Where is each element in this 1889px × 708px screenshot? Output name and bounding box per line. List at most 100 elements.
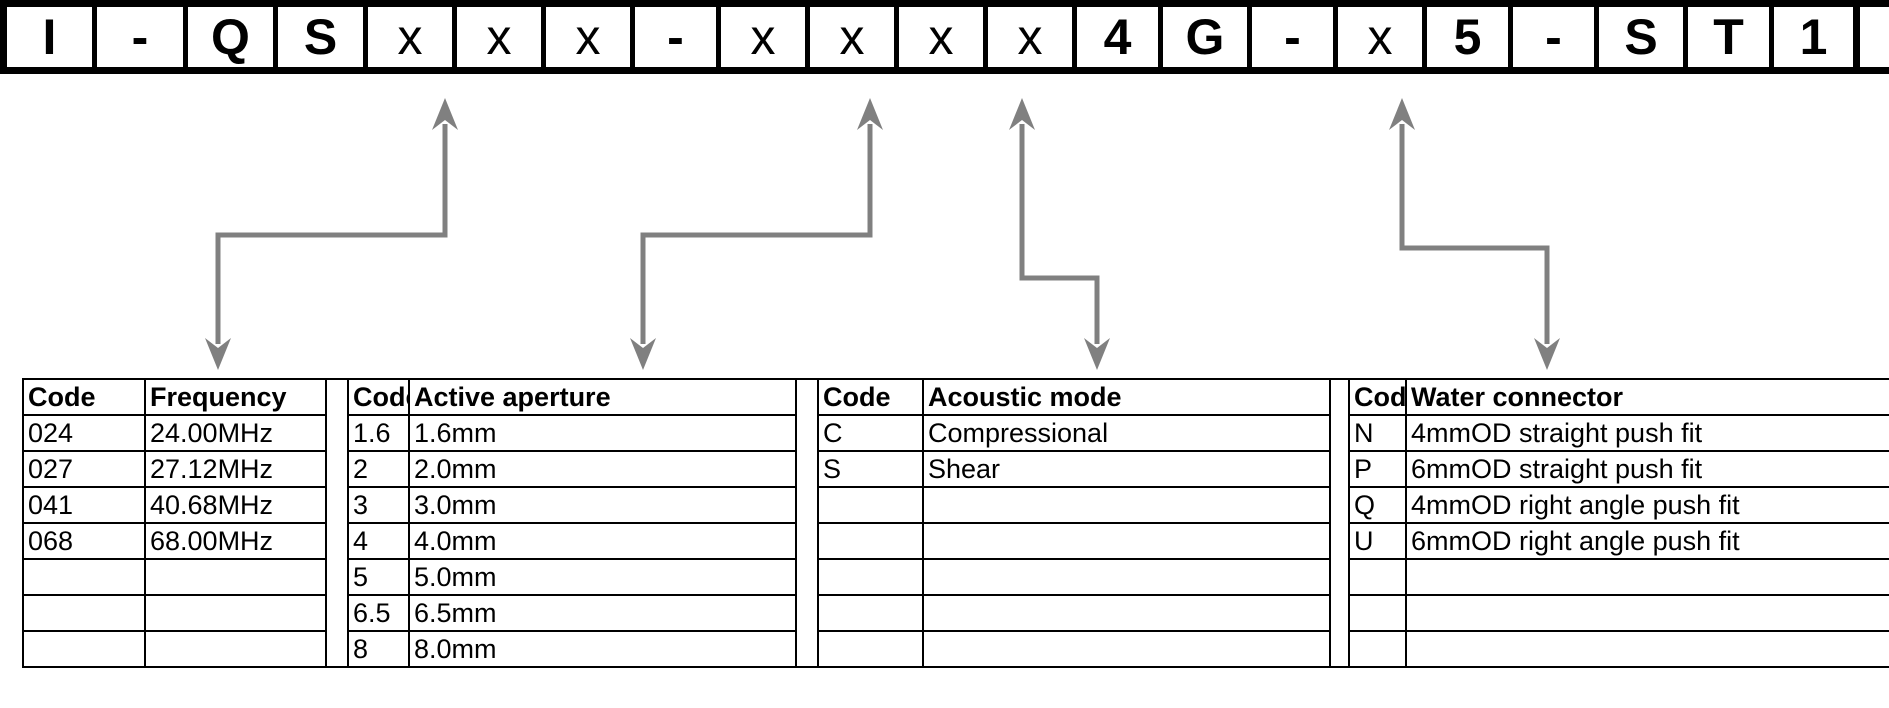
column-spacer	[795, 487, 819, 523]
part-number-cell-9: x	[810, 7, 899, 67]
water-connector-code-cell: N	[1348, 414, 1407, 452]
active-aperture-value-cell: 4.0mm	[408, 522, 797, 560]
frequency-value-cell: 40.68MHz	[144, 486, 327, 524]
arrow-head-down-icon	[1084, 338, 1110, 370]
column-spacer	[795, 451, 819, 487]
part-number-cell-8: x	[721, 7, 810, 67]
acoustic-mode-value-cell	[922, 594, 1331, 632]
active-aperture-value-cell: 8.0mm	[408, 630, 797, 668]
frequency-value-header: Frequency	[144, 378, 327, 416]
acoustic-mode-code-cell	[817, 486, 924, 524]
water-connector-code-header: Code	[1348, 378, 1407, 416]
part-number-cell-6: x	[546, 7, 635, 67]
active-aperture-code-cell: 1.6	[347, 414, 410, 452]
column-spacer	[325, 595, 349, 631]
column-spacer	[1329, 631, 1350, 668]
acoustic-mode-value-cell: Shear	[922, 450, 1331, 488]
frequency-code-cell	[22, 630, 146, 668]
frequency-value-cell: 27.12MHz	[144, 450, 327, 488]
column-spacer	[325, 559, 349, 595]
part-number-cell-17: -	[1513, 7, 1599, 67]
column-spacer	[1329, 415, 1350, 451]
part-number-cell-12: 4	[1077, 7, 1163, 67]
water-connector-code-cell	[1348, 558, 1407, 596]
column-spacer	[795, 559, 819, 595]
active-aperture-code-cell: 8	[347, 630, 410, 668]
column-spacer	[325, 487, 349, 523]
active-aperture-code-cell: 2	[347, 450, 410, 488]
column-spacer	[325, 451, 349, 487]
column-spacer	[795, 415, 819, 451]
part-number-cell-5: x	[457, 7, 546, 67]
water-connector-value-cell	[1405, 594, 1889, 632]
part-number-cell-20: 1	[1774, 7, 1860, 67]
acoustic-mode-code-cell	[817, 594, 924, 632]
part-number-cell-13: G	[1163, 7, 1252, 67]
acoustic-mode-code-cell: C	[817, 414, 924, 452]
acoustic-mode-value-cell	[922, 486, 1331, 524]
part-number-cell-16: 5	[1427, 7, 1513, 67]
active-aperture-code-cell: 3	[347, 486, 410, 524]
arrow-head-up-icon	[1389, 98, 1415, 130]
water-connector-leader	[1389, 98, 1560, 370]
frequency-code-cell	[22, 594, 146, 632]
column-spacer	[1329, 595, 1350, 631]
frequency-value-cell	[144, 558, 327, 596]
arrow-head-down-icon	[630, 338, 656, 370]
water-connector-value-cell: 4mmOD right angle push fit	[1405, 486, 1889, 524]
frequency-value-cell	[144, 594, 327, 632]
active-aperture-code-cell: 5	[347, 558, 410, 596]
water-connector-code-cell: U	[1348, 522, 1407, 560]
frequency-code-cell: 024	[22, 414, 146, 452]
active-aperture-value-header: Active aperture	[408, 378, 797, 416]
part-number-cell-7: -	[635, 7, 721, 67]
acoustic-mode-value-header: Acoustic mode	[922, 378, 1331, 416]
active-aperture-value-cell: 1.6mm	[408, 414, 797, 452]
acoustic-mode-code-header: Code	[817, 378, 924, 416]
arrow-head-up-icon	[1009, 98, 1035, 130]
arrow-head-down-icon	[1534, 338, 1560, 370]
acoustic-mode-value-cell	[922, 522, 1331, 560]
water-connector-value-cell: 6mmOD right angle push fit	[1405, 522, 1889, 560]
acoustic-mode-code-cell	[817, 630, 924, 668]
active-aperture-value-cell: 6.5mm	[408, 594, 797, 632]
part-number-cell-15: x	[1338, 7, 1427, 67]
water-connector-value-cell: 4mmOD straight push fit	[1405, 414, 1889, 452]
part-number-cell-1: -	[97, 7, 188, 67]
frequency-value-cell: 24.00MHz	[144, 414, 327, 452]
part-number-cell-18: S	[1599, 7, 1688, 67]
frequency-code-cell	[22, 558, 146, 596]
water-connector-value-cell	[1405, 630, 1889, 668]
column-spacer	[795, 523, 819, 559]
active-aperture-code-cell: 6.5	[347, 594, 410, 632]
column-spacer	[325, 378, 349, 415]
arrow-head-up-icon	[432, 98, 458, 130]
frequency-code-cell: 068	[22, 522, 146, 560]
column-spacer	[1329, 523, 1350, 559]
water-connector-value-cell	[1405, 558, 1889, 596]
arrow-head-down-icon	[205, 338, 231, 370]
part-number-cell-19: T	[1688, 7, 1774, 67]
water-connector-code-cell	[1348, 630, 1407, 668]
acoustic-mode-value-cell: Compressional	[922, 414, 1331, 452]
acoustic-mode-value-cell	[922, 630, 1331, 668]
acoustic-mode-leader	[1009, 98, 1110, 370]
active-aperture-code-cell: 4	[347, 522, 410, 560]
part-number-cell-14: -	[1252, 7, 1338, 67]
part-number-cell-11: x	[988, 7, 1077, 67]
column-spacer	[795, 378, 819, 415]
column-spacer	[1329, 451, 1350, 487]
acoustic-mode-value-cell	[922, 558, 1331, 596]
water-connector-code-cell	[1348, 594, 1407, 632]
water-connector-value-cell: 6mmOD straight push fit	[1405, 450, 1889, 488]
column-spacer	[1329, 559, 1350, 595]
part-number-cell-0: I	[0, 7, 97, 67]
active-aperture-code-header: Code	[347, 378, 410, 416]
table-header-row: CodeFrequencyCodeActive apertureCodeAcou…	[22, 378, 1889, 416]
column-spacer	[795, 631, 819, 668]
